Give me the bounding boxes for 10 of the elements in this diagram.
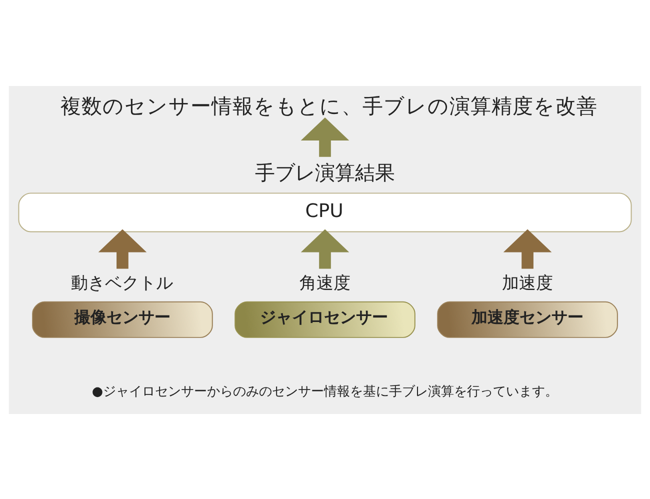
node-text: 複数のセンサー情報をもとに、手ブレの演算精度を改善 (60, 93, 598, 118)
arrow (503, 228, 552, 268)
node-label: 手ブレ演算結果 (254, 160, 395, 184)
arrow (300, 116, 350, 156)
arrow (300, 228, 350, 268)
node-label: 角速度 (299, 272, 350, 292)
label: ●ジャイロセンサーからのみのセンサー情報を基に手ブレ演算を行っています。 (92, 384, 558, 400)
node-label: 動きベクトル (71, 272, 174, 292)
node-label: 加速度 (502, 272, 553, 292)
arrow (98, 228, 147, 268)
